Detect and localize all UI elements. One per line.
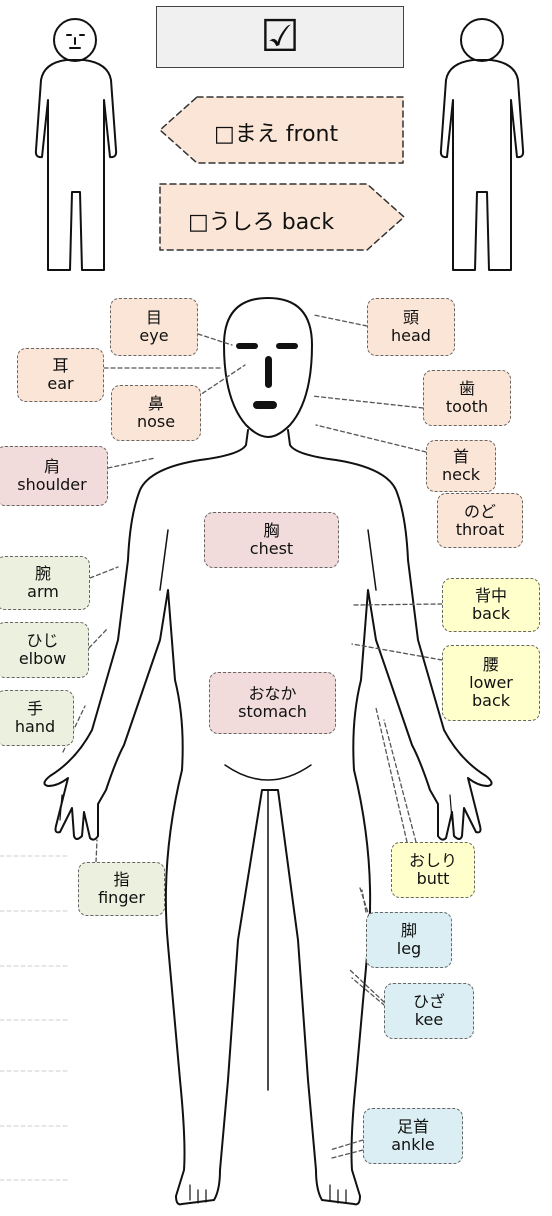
front-figure-icon[interactable] — [36, 19, 116, 270]
front-option[interactable]: □まえ front — [214, 116, 338, 148]
back-figure-icon[interactable] — [441, 19, 523, 270]
leader-lines — [0, 315, 442, 1180]
back-option[interactable]: □うしろ back — [188, 204, 334, 236]
checkmark-icon: ☑ — [260, 15, 299, 59]
checkbox-header[interactable]: ☑ — [156, 6, 404, 68]
